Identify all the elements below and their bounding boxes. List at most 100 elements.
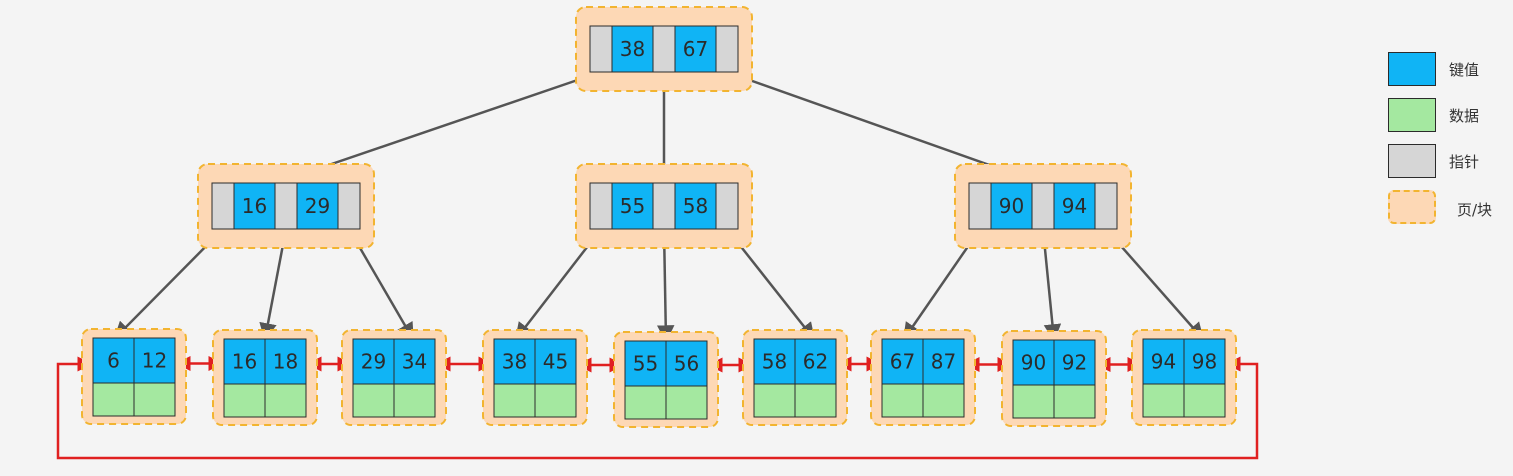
pointer-cell (1094, 182, 1118, 230)
key-label: 55 (633, 352, 658, 376)
data-cell (1142, 383, 1185, 418)
key-cell (1142, 338, 1185, 385)
leaf-node-3: 29 34 (341, 329, 447, 426)
key-label: 94 (1151, 350, 1176, 374)
key-cell (393, 338, 436, 385)
data-cell (881, 383, 924, 418)
internal-node-3: 90 94 (954, 163, 1132, 249)
key-label: 16 (242, 194, 267, 218)
key-label: 16 (232, 350, 257, 374)
data-cell (1053, 384, 1096, 419)
key-label: 38 (502, 350, 527, 374)
pointer-cell (1031, 182, 1055, 230)
key-cell (674, 25, 717, 73)
key-label: 55 (620, 194, 645, 218)
key-label: 87 (931, 350, 956, 374)
key-cell (493, 338, 536, 385)
leaf-link-wraparound (56, 356, 1259, 460)
key-label: 90 (999, 194, 1024, 218)
data-cell (794, 383, 837, 418)
data-cell (493, 383, 536, 418)
internal-node-2: 55 58 (575, 163, 753, 249)
key-cell (794, 338, 837, 385)
leaf-node-9: 94 98 (1131, 329, 1237, 426)
key-cell (296, 182, 339, 230)
data-cell (665, 385, 708, 420)
data-cell (1012, 384, 1055, 419)
pointer-cell (715, 25, 739, 73)
legend-label-key: 键值 (1449, 61, 1480, 79)
key-label: 62 (803, 350, 828, 374)
key-label: 67 (683, 37, 708, 61)
key-label: 94 (1062, 194, 1087, 218)
pointer-cell (589, 25, 613, 73)
key-label: 56 (674, 352, 699, 376)
pointer-cell (652, 182, 676, 230)
legend-label-page: 页/块 (1457, 201, 1493, 219)
pointer-cell (715, 182, 739, 230)
key-label: 58 (683, 194, 708, 218)
legend-swatch-page (1388, 190, 1436, 224)
key-cell (990, 182, 1033, 230)
key-label: 58 (762, 350, 787, 374)
key-cell (264, 338, 307, 385)
key-label: 29 (361, 350, 386, 374)
leaf-node-1: 6 12 (81, 328, 187, 425)
legend-item-pointer: 指针 (1387, 144, 1507, 190)
leaf-node-4: 38 45 (482, 329, 588, 426)
data-cell (753, 383, 796, 418)
root-node: 38 67 (575, 6, 753, 92)
legend-label-pointer: 指针 (1449, 153, 1480, 171)
legend-label-data: 数据 (1449, 107, 1480, 125)
legend-item-page: 页/块 (1387, 190, 1507, 236)
key-cell (1183, 338, 1226, 385)
legend-swatch-pointer (1388, 144, 1436, 178)
data-cell (352, 383, 395, 418)
legend-swatch-data (1388, 98, 1436, 132)
key-label: 90 (1021, 351, 1046, 375)
leaf-node-5: 55 56 (613, 331, 719, 428)
legend-item-data: 数据 (1387, 98, 1507, 144)
key-cell (133, 337, 176, 384)
data-cell (534, 383, 577, 418)
key-cell (674, 182, 717, 230)
key-cell (611, 182, 654, 230)
data-cell (223, 383, 266, 418)
data-cell (264, 383, 307, 418)
legend: 键值 数据 指针 页/块 (1387, 52, 1507, 236)
key-label: 12 (142, 349, 167, 373)
data-cell (1183, 383, 1226, 418)
leaf-node-6: 58 62 (742, 329, 848, 426)
key-label: 18 (273, 350, 298, 374)
pointer-cell (652, 25, 676, 73)
leaf-node-8: 90 92 (1001, 330, 1107, 427)
key-cell (223, 338, 266, 385)
key-label: 29 (305, 194, 330, 218)
pointer-cell (274, 182, 298, 230)
pointer-cell (589, 182, 613, 230)
key-cell (92, 337, 135, 384)
key-label: 92 (1062, 351, 1087, 375)
data-cell (624, 385, 667, 420)
legend-item-key: 键值 (1387, 52, 1507, 98)
pointer-cell (337, 182, 361, 230)
key-cell (624, 340, 667, 387)
data-cell (922, 383, 965, 418)
data-cell (393, 383, 436, 418)
key-label: 45 (543, 350, 568, 374)
leaf-node-7: 67 87 (870, 329, 976, 426)
data-cell (133, 382, 176, 417)
key-label: 38 (620, 37, 645, 61)
key-label: 6 (107, 349, 120, 373)
data-cell (92, 382, 135, 417)
key-label: 98 (1192, 350, 1217, 374)
key-label: 34 (402, 350, 427, 374)
key-label: 67 (890, 350, 915, 374)
key-cell (922, 338, 965, 385)
pointer-cell (211, 182, 235, 230)
